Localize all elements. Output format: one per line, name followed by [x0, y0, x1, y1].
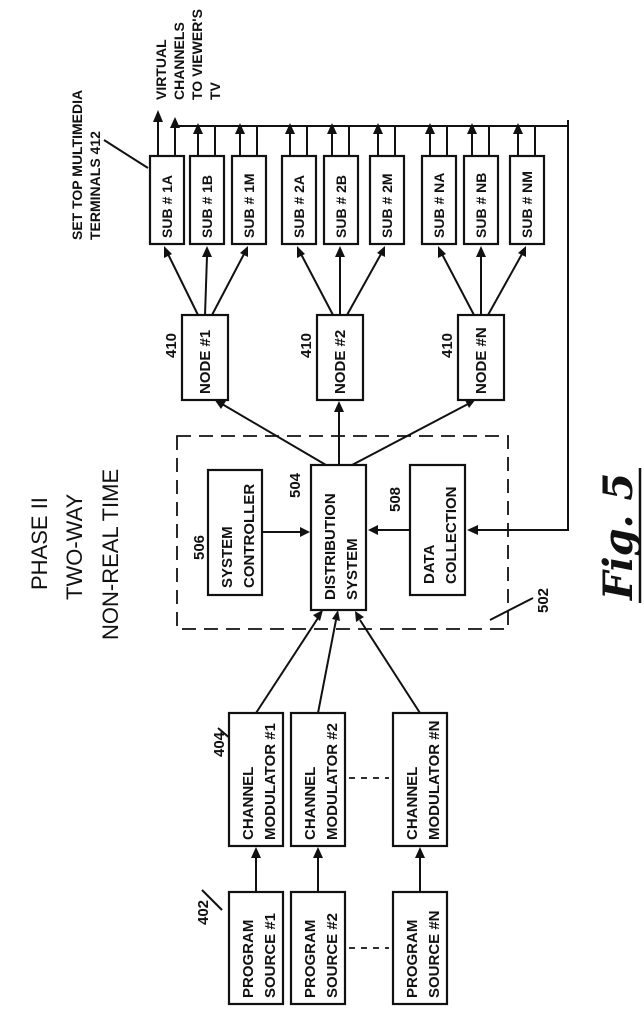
- node-to-subscriber-arrows: [164, 246, 526, 316]
- channel-modulator-2: CHANNEL MODULATOR #2: [289, 711, 347, 848]
- svg-text:TERMINALS 412: TERMINALS 412: [87, 131, 103, 240]
- svg-text:VIRTUAL: VIRTUAL: [153, 39, 169, 100]
- title-line-1: PHASE II: [27, 497, 52, 590]
- node-ref: 410: [163, 333, 180, 358]
- system-controller-ref: 506: [191, 535, 208, 560]
- headend-box: 502: [176, 435, 552, 630]
- data-collection: DATA COLLECTION 508: [387, 463, 467, 597]
- svg-text:SYSTEM: SYSTEM: [219, 526, 236, 588]
- svg-text:Fig. 5: Fig. 5: [595, 473, 642, 601]
- svg-text:NODE #2: NODE #2: [332, 330, 349, 394]
- subscriber-output-arrows: [153, 110, 568, 156]
- svg-text:PROGRAM: PROGRAM: [240, 920, 257, 998]
- svg-text:SUB # 1B: SUB # 1B: [199, 175, 215, 238]
- source-to-modulator-arrows: [251, 847, 425, 892]
- svg-text:SOURCE #2: SOURCE #2: [324, 913, 341, 998]
- svg-text:SET TOP MULTIMEDIA: SET TOP MULTIMEDIA: [69, 90, 85, 240]
- sub-1b: SUB # 1B: [188, 154, 226, 246]
- svg-text:TV: TV: [207, 81, 223, 100]
- svg-text:PROGRAM: PROGRAM: [404, 920, 421, 998]
- svg-text:TO VIEWER'S: TO VIEWER'S: [189, 9, 205, 100]
- data-collection-ref: 508: [387, 487, 404, 512]
- svg-text:SUB # 2B: SUB # 2B: [333, 175, 349, 238]
- svg-text:SUB # NM: SUB # NM: [519, 171, 535, 238]
- channel-modulator-n: CHANNEL MODULATOR #N: [391, 711, 449, 848]
- svg-text:SUB # 1M: SUB # 1M: [241, 173, 257, 238]
- program-source-2: PROGRAM SOURCE #2: [289, 890, 347, 1006]
- ref-leader: [489, 597, 534, 621]
- sub-1a: SUB # 1A: [148, 154, 186, 246]
- title-line-2: TWO-WAY: [62, 493, 87, 600]
- channel-modulator-ref: 404: [211, 731, 228, 757]
- figure-caption: Fig. 5: [595, 468, 642, 603]
- set-top-label: SET TOP MULTIMEDIA TERMINALS 412: [69, 90, 149, 240]
- title-line-3: NON-REAL TIME: [98, 469, 123, 640]
- node-ref: 410: [298, 333, 315, 358]
- svg-text:CHANNEL: CHANNEL: [240, 767, 257, 840]
- svg-text:CHANNELS: CHANNELS: [171, 22, 187, 100]
- svg-text:SUB # NA: SUB # NA: [431, 173, 447, 238]
- sub-2b: SUB # 2B: [322, 154, 360, 246]
- diagram-title: PHASE II TWO-WAY NON-REAL TIME: [27, 469, 123, 640]
- svg-text:SOURCE #N: SOURCE #N: [426, 910, 443, 998]
- node-n: NODE #N 410: [439, 313, 506, 402]
- virtual-channels-label: VIRTUAL CHANNELS TO VIEWER'S TV: [153, 9, 223, 100]
- svg-text:CHANNEL: CHANNEL: [302, 767, 319, 840]
- svg-text:DISTRIBUTION: DISTRIBUTION: [322, 493, 339, 600]
- svg-text:CHANNEL: CHANNEL: [404, 767, 421, 840]
- svg-text:SOURCE #1: SOURCE #1: [262, 913, 279, 998]
- distribution-system-ref: 504: [287, 472, 304, 498]
- headend-ref: 502: [535, 588, 552, 613]
- svg-text:CONTROLLER: CONTROLLER: [241, 484, 258, 588]
- svg-text:MODULATOR #N: MODULATOR #N: [426, 721, 443, 840]
- svg-text:SUB # 1A: SUB # 1A: [159, 175, 175, 238]
- subscriber-boxes: SUB # 1A SUB # 1B SUB # 1M SUB # 2A SUB …: [148, 154, 546, 246]
- sub-1m: SUB # 1M: [230, 154, 268, 246]
- sub-2a: SUB # 2A: [280, 154, 318, 246]
- channel-modulator-1: CHANNEL MODULATOR #1: [227, 711, 285, 848]
- svg-text:MODULATOR #2: MODULATOR #2: [324, 723, 341, 840]
- node-ref: 410: [439, 333, 456, 358]
- svg-text:SUB # 2A: SUB # 2A: [291, 175, 307, 238]
- svg-text:DATA: DATA: [421, 544, 438, 584]
- distribution-to-node-arrows: [214, 399, 476, 466]
- program-source-n: PROGRAM SOURCE #N: [391, 890, 449, 1006]
- svg-text:SYSTEM: SYSTEM: [344, 538, 361, 600]
- ref-leader: [103, 139, 149, 169]
- sub-nb: SUB # NB: [462, 154, 500, 246]
- ref-leader: [201, 889, 223, 911]
- modulator-to-distribution-arrows: [255, 610, 421, 714]
- headend-internal-arrows: [262, 525, 410, 537]
- node-2: NODE #2 410: [298, 313, 365, 402]
- system-controller: SYSTEM CONTROLLER 506: [191, 468, 264, 597]
- svg-text:MODULATOR #1: MODULATOR #1: [262, 723, 279, 840]
- svg-text:PROGRAM: PROGRAM: [302, 920, 319, 998]
- return-path: [467, 120, 569, 535]
- node-1: NODE #1 410: [163, 313, 230, 402]
- svg-text:SUB # NB: SUB # NB: [473, 173, 489, 238]
- svg-text:NODE #N: NODE #N: [473, 327, 490, 394]
- program-source-ref: 402: [195, 900, 212, 925]
- distribution-system: DISTRIBUTION SYSTEM 504: [287, 463, 368, 612]
- svg-text:SUB # 2M: SUB # 2M: [379, 173, 395, 238]
- sub-nm: SUB # NM: [508, 154, 546, 246]
- svg-text:NODE #1: NODE #1: [197, 330, 214, 394]
- svg-text:COLLECTION: COLLECTION: [443, 487, 460, 585]
- program-source-1: PROGRAM SOURCE #1: [227, 890, 285, 1006]
- sub-2m: SUB # 2M: [368, 154, 406, 246]
- sub-na: SUB # NA: [420, 154, 458, 246]
